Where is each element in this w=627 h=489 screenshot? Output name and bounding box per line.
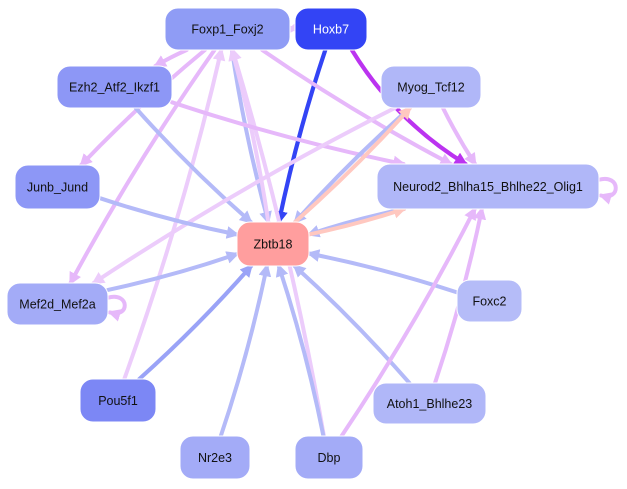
node-label: Junb_Jund bbox=[27, 180, 88, 194]
node-dbp[interactable]: Dbp bbox=[294, 435, 364, 480]
edge-foxp1-foxj2-to-neurod2-bhlha15-bhlhe22-olig1 bbox=[260, 48, 454, 166]
node-label: Nr2e3 bbox=[198, 451, 232, 465]
edge-foxc2-to-zbtb18 bbox=[306, 249, 459, 295]
edge-neurod2-bhlha15-bhlhe22-olig1-to-neurod2-bhlha15-bhlhe22-olig1 bbox=[597, 176, 618, 205]
node-box[interactable] bbox=[294, 7, 368, 51]
edge-foxp1-foxj2-to-ezh2-atf2-ikzf1 bbox=[153, 48, 189, 68]
node-box[interactable] bbox=[294, 435, 364, 480]
edge-dbp-to-neurod2-bhlha15-bhlhe22-olig1 bbox=[339, 206, 477, 438]
node-box[interactable] bbox=[456, 279, 523, 323]
edge-ezh2-atf2-ikzf1-to-zbtb18 bbox=[133, 106, 253, 224]
node-myog-tcf12[interactable]: Myog_Tcf12 bbox=[380, 65, 482, 109]
node-label: Foxc2 bbox=[472, 294, 506, 308]
node-nr2e3[interactable]: Nr2e3 bbox=[179, 435, 251, 480]
edge-zbtb18-to-myog-tcf12 bbox=[293, 106, 412, 224]
edge-pou5f1-to-foxp1-foxj2 bbox=[122, 47, 226, 381]
edge-myog-tcf12-to-mef2d-mef2a bbox=[91, 106, 397, 285]
edges-layer bbox=[68, 19, 618, 438]
node-box[interactable] bbox=[380, 65, 482, 109]
node-box[interactable] bbox=[164, 7, 291, 51]
edge-myog-tcf12-to-neurod2-bhlha15-bhlhe22-olig1 bbox=[441, 106, 478, 167]
node-label: Ezh2_Atf2_Ikzf1 bbox=[69, 80, 160, 94]
node-box[interactable] bbox=[376, 163, 600, 210]
node-label: Mef2d_Mef2a bbox=[19, 297, 95, 311]
node-label: Neurod2_Bhlha15_Bhlhe22_Olig1 bbox=[393, 180, 583, 194]
node-box[interactable] bbox=[6, 282, 109, 326]
edge-atoh1-bhlhe23-to-zbtb18 bbox=[292, 264, 412, 385]
edge-ezh2-atf2-ikzf1-to-neurod2-bhlha15-bhlhe22-olig1 bbox=[170, 100, 407, 169]
node-label: Zbtb18 bbox=[254, 237, 293, 251]
node-box[interactable] bbox=[79, 378, 157, 423]
node-label: Dbp bbox=[318, 451, 341, 465]
node-zbtb18[interactable]: Zbtb18 bbox=[236, 221, 310, 267]
node-hoxb7[interactable]: Hoxb7 bbox=[294, 7, 368, 51]
node-box[interactable] bbox=[236, 221, 310, 267]
edge-zbtb18-to-neurod2-bhlha15-bhlhe22-olig1 bbox=[307, 206, 407, 237]
node-box[interactable] bbox=[372, 382, 487, 425]
edge-junb-jund-to-zbtb18 bbox=[98, 196, 240, 239]
node-foxc2[interactable]: Foxc2 bbox=[456, 279, 523, 323]
node-neurod2-bhlha15-bhlhe22-olig1[interactable]: Neurod2_Bhlha15_Bhlhe22_Olig1 bbox=[376, 163, 600, 210]
node-label: Foxp1_Foxj2 bbox=[191, 22, 263, 36]
node-atoh1-bhlhe23[interactable]: Atoh1_Bhlhe23 bbox=[372, 382, 487, 425]
node-label: Pou5f1 bbox=[98, 394, 138, 408]
node-ezh2-atf2-ikzf1[interactable]: Ezh2_Atf2_Ikzf1 bbox=[56, 65, 173, 109]
edge-mef2d-mef2a-to-mef2d-mef2a bbox=[106, 294, 127, 322]
edge-pou5f1-to-zbtb18 bbox=[137, 264, 254, 381]
edge-zbtb18-to-foxp1-foxj2 bbox=[228, 47, 271, 224]
edge-foxp1-foxj2-to-zbtb18 bbox=[229, 48, 272, 225]
edge-foxp1-foxj2-to-mef2d-mef2a bbox=[68, 48, 217, 286]
node-box[interactable] bbox=[14, 164, 101, 210]
edge-dbp-to-zbtb18 bbox=[275, 263, 326, 438]
edge-hoxb7-to-zbtb18 bbox=[274, 47, 328, 225]
node-label: Atoh1_Bhlhe23 bbox=[387, 397, 473, 411]
node-foxp1-foxj2[interactable]: Foxp1_Foxj2 bbox=[164, 7, 291, 51]
node-label: Hoxb7 bbox=[313, 22, 349, 36]
node-junb-jund[interactable]: Junb_Jund bbox=[14, 164, 101, 210]
node-label: Myog_Tcf12 bbox=[397, 80, 464, 94]
node-mef2d-mef2a[interactable]: Mef2d_Mef2a bbox=[6, 282, 109, 326]
node-pou5f1[interactable]: Pou5f1 bbox=[79, 378, 157, 423]
node-box[interactable] bbox=[179, 435, 251, 480]
edge-nr2e3-to-zbtb18 bbox=[218, 263, 272, 438]
edge-mef2d-mef2a-to-zbtb18 bbox=[106, 251, 240, 292]
node-box[interactable] bbox=[56, 65, 173, 109]
